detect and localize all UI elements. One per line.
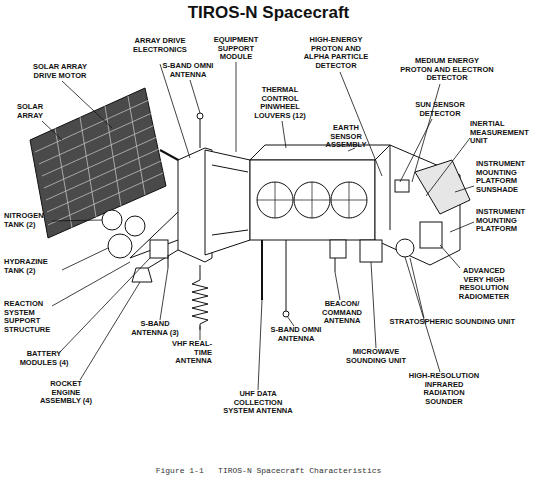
- spacecraft-body: [257, 182, 367, 218]
- part-label: ARRAY DRIVE ELECTRONICS: [132, 37, 188, 54]
- propulsion-parts: [108, 234, 132, 258]
- solar-array: [55, 128, 72, 228]
- part-label: ADVANCED VERY HIGH RESOLUTION RADIOMETER: [458, 267, 511, 301]
- part-label: ROCKET ENGINE ASSEMBLY (4): [39, 380, 94, 406]
- spacecraft-body: [360, 240, 382, 262]
- part-label: SUN SENSOR DETECTOR: [414, 101, 466, 118]
- leader-lines: [80, 282, 140, 380]
- solar-array: [30, 88, 166, 238]
- part-label: MICROWAVE SOUNDING UNIT: [345, 348, 407, 365]
- leader-lines: [400, 119, 432, 182]
- part-label: INSTRUMENT MOUNTING PLATFORM: [476, 208, 528, 234]
- solar-array: [35, 100, 149, 152]
- solar-array: [105, 106, 121, 206]
- antennas: [283, 311, 289, 317]
- antennas: [192, 265, 208, 330]
- part-label: STRATOSPHERIC SOUNDING UNIT: [387, 318, 515, 327]
- part-label: S-BAND ANTENNA (3): [130, 320, 180, 337]
- diagram-title: TIROS-N Spacecraft: [0, 3, 537, 23]
- spacecraft-body: [415, 160, 470, 214]
- leader-lines: [62, 81, 112, 128]
- leader-lines: [236, 62, 237, 152]
- part-label: EQUIPMENT SUPPORT MODULE: [213, 36, 260, 62]
- part-label: S-BAND OMNI ANTENNA: [162, 62, 215, 79]
- spacecraft-body: [420, 222, 442, 248]
- leader-lines: [52, 262, 130, 306]
- part-label: VHF REAL-TIME ANTENNA: [169, 340, 212, 366]
- antennas: [200, 118, 201, 148]
- propulsion-parts: [150, 240, 168, 258]
- leader-lines: [42, 121, 62, 140]
- part-label: HIGH-RESOLUTION INFRARED RADIATION SOUND…: [408, 372, 481, 406]
- part-label: SOLAR ARRAY: [16, 103, 45, 120]
- spacecraft-body: [250, 160, 375, 240]
- antennas: [335, 258, 336, 272]
- part-label: EARTH SENSOR ASSEMBLY: [325, 124, 368, 150]
- leader-lines: [160, 268, 168, 320]
- part-label: INERTIAL MEASUREMENT UNIT: [470, 120, 531, 146]
- leader-lines: [42, 62, 474, 390]
- part-label: REACTION SYSTEM SUPPORT STRUCTURE: [4, 300, 53, 334]
- leader-lines: [190, 80, 200, 113]
- figure-caption: Figure 1-1 TIROS-N Spacecraft Characteri…: [0, 466, 537, 476]
- propulsion-parts: [102, 210, 122, 230]
- propulsion-parts: [130, 212, 178, 270]
- spacecraft-body: [212, 165, 248, 172]
- propulsion-parts: [125, 216, 145, 236]
- leader-lines: [412, 84, 440, 182]
- part-label: UHF DATA COLLECTION SYSTEM ANTENNA: [222, 390, 294, 416]
- antennas: [168, 113, 335, 330]
- part-label: HIGH-ENERGY PROTON AND ALPHA PARTICLE DE…: [303, 36, 370, 70]
- part-label: SOLAR ARRAY DRIVE MOTOR: [32, 63, 89, 80]
- leader-lines: [200, 326, 201, 340]
- spacecraft-body: [395, 180, 409, 192]
- leader-lines: [62, 248, 108, 270]
- spacecraft-body: [250, 145, 390, 160]
- leader-lines: [282, 121, 286, 148]
- part-label: NITROGEN TANK (2): [4, 212, 46, 229]
- solar-array: [80, 117, 96, 217]
- part-label: MEDIUM ENERGY PROTON AND ELECTRON DETECT…: [399, 57, 495, 83]
- part-label: BATTERY MODULES (4): [19, 350, 70, 367]
- propulsion-parts: [132, 268, 152, 282]
- solar-array: [47, 161, 161, 212]
- solar-array: [128, 96, 145, 195]
- part-label: S-BAND OMNI ANTENNA: [270, 326, 323, 343]
- leader-lines: [450, 222, 474, 232]
- part-label: BEACON/ COMMAND ANTENNA: [321, 300, 363, 326]
- spacecraft-body: [212, 230, 248, 235]
- leader-lines: [371, 262, 376, 348]
- leader-lines: [405, 257, 440, 372]
- spacecraft-body: [205, 150, 250, 255]
- leader-lines: [426, 138, 470, 196]
- leader-lines: [60, 258, 150, 352]
- antennas: [197, 113, 203, 119]
- part-label: INSTRUMENT MOUNTING PLATFORM SUNSHADE: [476, 160, 528, 194]
- spacecraft-body: [178, 145, 470, 265]
- spacecraft-body: [330, 240, 346, 258]
- leader-lines: [287, 316, 294, 326]
- antennas: [261, 240, 263, 300]
- antennas: [168, 255, 169, 268]
- leader-lines: [258, 300, 262, 390]
- leader-lines: [455, 186, 474, 192]
- part-label: THERMAL CONTROL PINWHEEL LOUVERS (12): [253, 86, 307, 120]
- part-label: HYDRAZINE TANK (2): [4, 258, 50, 275]
- spacecraft-body: [390, 145, 391, 230]
- leader-lines: [335, 272, 340, 300]
- antennas: [286, 240, 287, 312]
- leader-lines: [52, 220, 102, 221]
- leader-lines: [440, 245, 460, 268]
- leader-lines: [410, 258, 424, 318]
- spacecraft-body: [396, 239, 414, 257]
